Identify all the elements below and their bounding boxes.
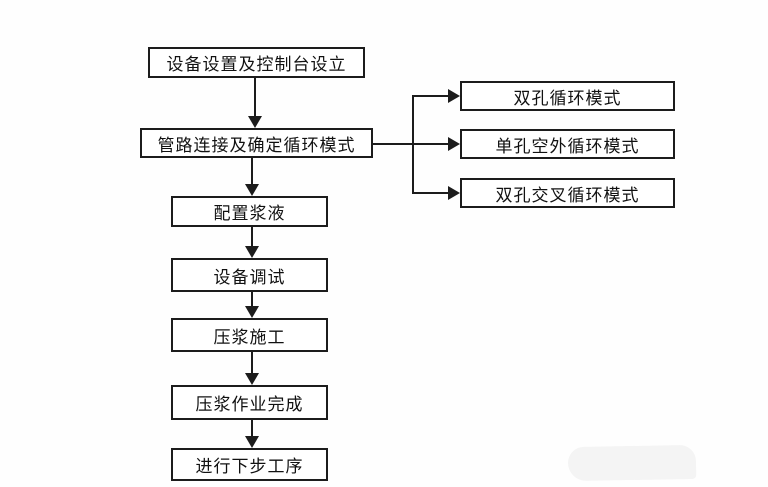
connector-line xyxy=(251,292,253,306)
flow-step-label: 设备调试 xyxy=(213,267,286,288)
watermark-smudge xyxy=(567,444,697,482)
connector-line xyxy=(251,420,253,436)
arrow-down-icon xyxy=(245,373,259,385)
flow-step-label: 进行下步工序 xyxy=(195,457,304,477)
mode-box-single-hole-external-circulation: 单孔空外循环模式 xyxy=(460,129,675,159)
connector-line xyxy=(254,78,256,116)
connector-line xyxy=(412,192,448,194)
connector-line xyxy=(251,158,253,184)
arrow-down-icon xyxy=(248,116,262,128)
connector-line xyxy=(251,227,253,246)
arrow-right-icon xyxy=(448,137,460,151)
flow-step-grouting-construction: 压浆施工 xyxy=(171,318,328,352)
mode-box-label: 双孔交叉循环模式 xyxy=(495,185,640,206)
connector-line xyxy=(373,143,414,145)
mode-box-label: 单孔空外循环模式 xyxy=(495,136,640,157)
flow-step-label: 配置浆液 xyxy=(213,204,286,224)
arrow-down-icon xyxy=(245,184,259,196)
arrow-right-icon xyxy=(448,89,460,103)
connector-line xyxy=(412,95,448,97)
mode-box-double-hole-cross-circulation: 双孔交叉循环模式 xyxy=(460,178,675,208)
connector-line xyxy=(412,143,448,145)
flow-step-label: 管路连接及确定循环模式 xyxy=(157,135,356,156)
flow-step-equipment-setup: 设备设置及控制台设立 xyxy=(148,47,365,78)
arrow-right-icon xyxy=(448,186,460,200)
flow-step-label: 压浆作业完成 xyxy=(195,395,304,415)
mode-box-label: 双孔循环模式 xyxy=(513,88,622,109)
arrow-down-icon xyxy=(245,436,259,448)
flow-step-label: 压浆施工 xyxy=(213,327,286,348)
arrow-down-icon xyxy=(245,246,259,258)
connector-line xyxy=(251,352,253,373)
mode-box-double-hole-circulation: 双孔循环模式 xyxy=(460,81,675,111)
flow-step-pipe-connection: 管路连接及确定循环模式 xyxy=(140,128,373,158)
flow-step-prepare-slurry: 配置浆液 xyxy=(171,196,328,227)
flow-step-label: 设备设置及控制台设立 xyxy=(166,55,347,75)
flow-step-equipment-debug: 设备调试 xyxy=(171,258,328,292)
arrow-down-icon xyxy=(245,306,259,318)
flow-step-grouting-complete: 压浆作业完成 xyxy=(171,385,328,420)
flow-step-next-procedure: 进行下步工序 xyxy=(171,448,328,481)
